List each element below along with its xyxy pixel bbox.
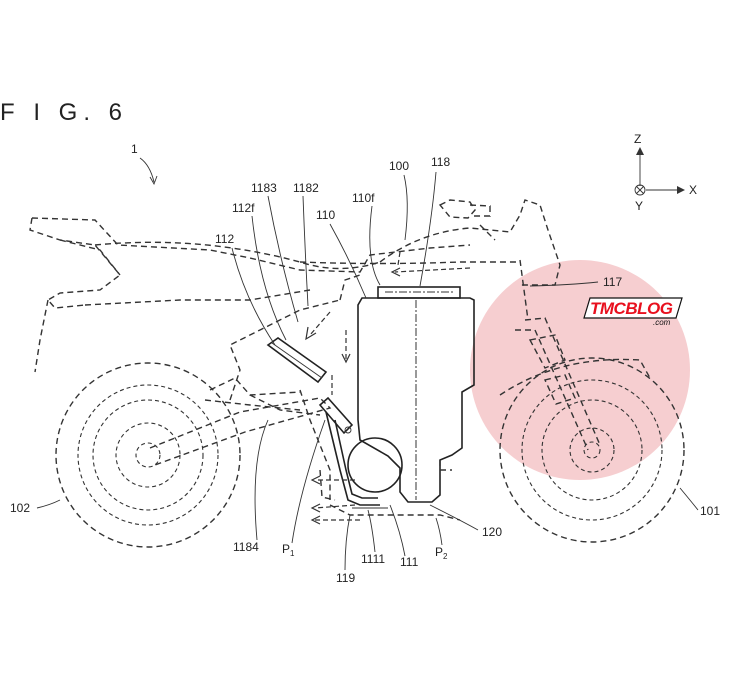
svg-text:TMCBLOG: TMCBLOG (590, 299, 673, 318)
ref-110f: 110f (352, 191, 375, 205)
ref-1-label: 1 (131, 142, 138, 156)
duct-112 (266, 337, 328, 384)
frame (209, 274, 361, 500)
y-axis-symbol (634, 184, 646, 196)
motor-111 (347, 437, 403, 493)
rear-wheel (55, 362, 241, 548)
figure-title: F I G. 6 (0, 99, 128, 126)
ref-101: 101 (700, 504, 720, 518)
front-wheel (499, 357, 685, 543)
ref-1111: 1111 (361, 552, 385, 566)
ref-111: 111 (400, 555, 419, 569)
tail-section (29, 217, 471, 373)
ref-120: 120 (482, 525, 502, 539)
ref-1184: 1184 (233, 540, 259, 554)
ref-1183: 1183 (251, 181, 277, 195)
axis-indicator: Z X Y (634, 132, 697, 213)
ref-119: 119 (336, 571, 355, 585)
ref-102: 102 (10, 501, 30, 515)
watermark-logo: TMCBLOG .com (583, 297, 683, 327)
front-cowl (299, 199, 561, 286)
ref-118: 118 (431, 155, 450, 169)
linkage-119 (318, 396, 380, 506)
airflow-arrows (305, 251, 471, 525)
ref-100: 100 (389, 159, 409, 173)
lower-structure (319, 460, 461, 521)
ref-110: 110 (316, 208, 335, 222)
axis-x-label: X (689, 183, 697, 197)
ref-112: 112 (215, 232, 234, 246)
y-axis-cross-b (636, 186, 644, 194)
ref-112f: 112f (232, 201, 255, 215)
x-axis-arrowhead (677, 186, 685, 194)
highlight-circle (470, 260, 690, 480)
ref-117: 117 (603, 275, 622, 289)
axis-y-label: Y (635, 199, 643, 213)
svg-text:.com: .com (653, 318, 671, 327)
ref-1-arrowhead (149, 175, 158, 186)
ref-p1: P1 (282, 542, 295, 558)
swingarm (149, 397, 332, 466)
ref-1-leader (139, 157, 155, 183)
z-axis-arrowhead (636, 147, 644, 155)
leader-lines (36, 171, 699, 571)
ref-1182: 1182 (293, 181, 319, 195)
ref-p2: P2 (435, 545, 448, 561)
axis-z-label: Z (634, 132, 641, 146)
seat (94, 241, 381, 270)
front-fork (515, 259, 601, 451)
battery-pack (357, 286, 475, 503)
